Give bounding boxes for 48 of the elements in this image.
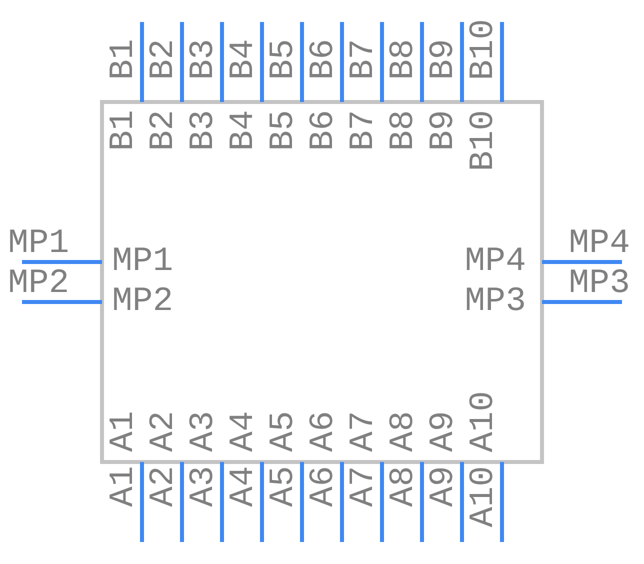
pin-name: MP1 <box>8 229 70 259</box>
pin-name: A1 <box>109 411 139 452</box>
pin-name: A3 <box>189 466 219 507</box>
pin-name: B7 <box>349 39 379 80</box>
pin-name: A7 <box>349 411 379 452</box>
pin-name: MP2 <box>8 269 70 299</box>
pin-name: B1 <box>109 110 139 151</box>
pin-name: A9 <box>429 466 459 507</box>
pin-name: A1 <box>109 466 139 507</box>
pin-name: A4 <box>229 466 259 507</box>
pin-name: B5 <box>269 110 299 151</box>
pin-name: MP3 <box>568 269 630 299</box>
pin-name: A2 <box>149 466 179 507</box>
pin-name: B1 <box>109 39 139 80</box>
pin-name: B6 <box>309 110 339 151</box>
pin-name: B2 <box>149 39 179 80</box>
pin-name: MP4 <box>464 247 526 277</box>
pin-name: A2 <box>149 411 179 452</box>
pin-name: B3 <box>189 39 219 80</box>
pin-name: A6 <box>309 466 339 507</box>
pin-name: MP3 <box>464 287 526 317</box>
pin-name: A7 <box>349 466 379 507</box>
pin-name: B8 <box>389 110 419 151</box>
pin-name: B7 <box>349 110 379 151</box>
pin-name: A10 <box>469 390 499 452</box>
pin-name: A8 <box>389 466 419 507</box>
pin-name: A8 <box>389 411 419 452</box>
pin-name: MP2 <box>112 287 174 317</box>
pin-name: A4 <box>229 411 259 452</box>
pin-name: B10 <box>469 110 499 172</box>
pin-name: A5 <box>269 466 299 507</box>
pin-name: B4 <box>229 39 259 80</box>
pin-name: B4 <box>229 110 259 151</box>
pin-name: A5 <box>269 411 299 452</box>
pin-name: B9 <box>429 110 459 151</box>
pin-name: A10 <box>469 466 499 528</box>
pin-name: B6 <box>309 39 339 80</box>
pin-name: A6 <box>309 411 339 452</box>
pin-name: B9 <box>429 39 459 80</box>
pin-name: B3 <box>189 110 219 151</box>
pin-name: B10 <box>469 18 499 80</box>
pin-name: B2 <box>149 110 179 151</box>
pin-name: B8 <box>389 39 419 80</box>
pin-name: MP4 <box>568 229 630 259</box>
pin-name: B5 <box>269 39 299 80</box>
pin-name: A9 <box>429 411 459 452</box>
pin-name: MP1 <box>112 247 174 277</box>
pin-name: A3 <box>189 411 219 452</box>
